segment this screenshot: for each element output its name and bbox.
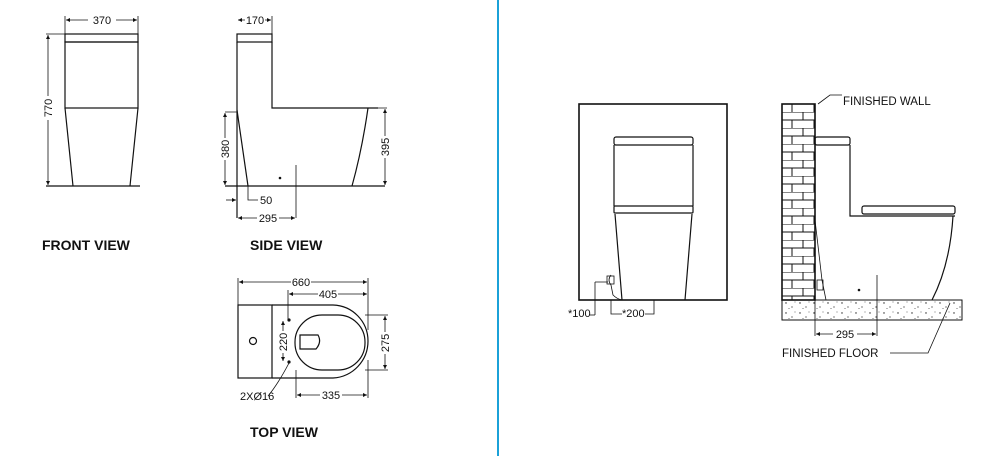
top-length-dim: 660 (292, 277, 310, 289)
side-offset-dim: 50 (260, 195, 272, 207)
install-side-view: 295 FINISHED WALL FINISHED FLOOR (781, 94, 963, 360)
install-front-view: *100 *200 (568, 103, 728, 320)
side-depth-dim: 170 (246, 15, 264, 27)
top-view: 660 405 275 220 335 2XØ16 TOP VIEW (237, 276, 392, 440)
front-view: 370 770 FRONT VIEW (42, 14, 140, 253)
install-side-offset-dim: *100 (568, 308, 591, 320)
front-width-dim: 370 (93, 15, 111, 27)
side-view-title: SIDE VIEW (250, 237, 323, 253)
finished-wall-label: FINISHED WALL (843, 96, 931, 108)
top-holes-label: 2XØ16 (240, 391, 274, 403)
side-seat-height-dim: 395 (380, 138, 392, 156)
install-outlet-dim: 295 (836, 329, 854, 341)
install-center-dim: *200 (622, 308, 645, 320)
finished-floor (781, 299, 963, 321)
top-hole-spacing-dim: 220 (278, 333, 290, 351)
side-outlet-dim: 295 (259, 213, 277, 225)
top-view-title: TOP VIEW (250, 424, 319, 440)
top-bowl-dim: 405 (319, 289, 337, 301)
finished-wall (781, 103, 816, 301)
front-view-title: FRONT VIEW (42, 237, 131, 253)
top-seat-dim: 335 (322, 390, 340, 402)
finished-floor-label: FINISHED FLOOR (782, 348, 878, 360)
side-view: 170 380 395 50 295 SIDE VIEW (219, 14, 392, 253)
side-inlet-height-dim: 380 (220, 140, 232, 158)
front-height-dim: 770 (43, 99, 55, 117)
top-width-dim: 275 (380, 334, 392, 352)
